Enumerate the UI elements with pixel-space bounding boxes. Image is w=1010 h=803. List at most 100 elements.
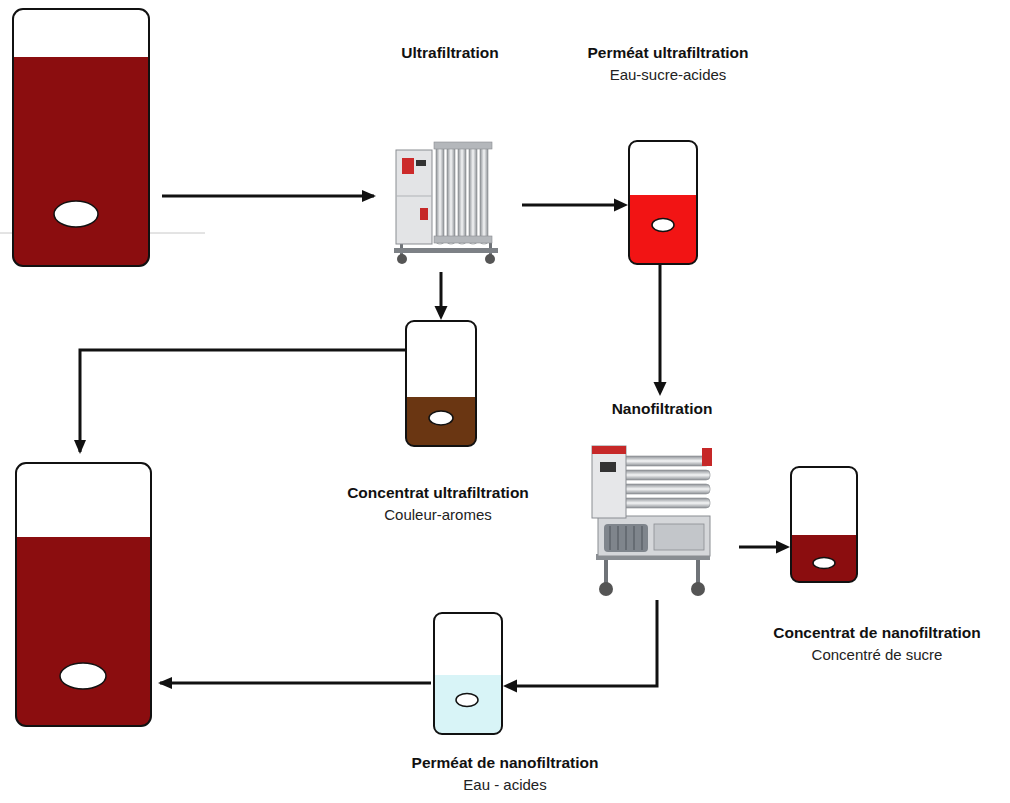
flow-line bbox=[739, 546, 780, 549]
tank-liquid bbox=[406, 397, 476, 446]
pump-motor bbox=[604, 524, 648, 552]
tank-outline bbox=[791, 467, 857, 582]
tank-shape bbox=[790, 466, 858, 583]
stream-content: Couleur-aromes bbox=[384, 504, 492, 526]
stream-title: Concentrat ultrafiltration bbox=[347, 482, 529, 504]
machine-wheel bbox=[691, 582, 705, 596]
tank-body bbox=[16, 463, 151, 726]
stream-content: Eau-sucre-acides bbox=[610, 64, 727, 86]
stream-title: Perméat de nanofiltration bbox=[412, 752, 599, 774]
machine-wheel bbox=[485, 254, 495, 264]
flow-line bbox=[659, 265, 662, 386]
tank-body bbox=[13, 9, 149, 266]
machine-leg bbox=[604, 556, 608, 586]
control-panel bbox=[592, 446, 626, 518]
source-tank bbox=[12, 9, 150, 267]
panel-display bbox=[600, 462, 616, 472]
return-arrow bbox=[80, 350, 405, 452]
nanofiltration-unit bbox=[588, 438, 714, 598]
stream-tank: Concentrat de nanofiltrationConcentré de… bbox=[752, 466, 1002, 666]
flow-arrow bbox=[503, 600, 657, 693]
tank-outline bbox=[16, 463, 151, 726]
motor-fin bbox=[609, 526, 611, 550]
tank-tag bbox=[456, 694, 478, 707]
stream-content: Eau - acides bbox=[463, 774, 546, 796]
arrow-head bbox=[503, 680, 517, 693]
tank-figure bbox=[790, 466, 858, 583]
stream-title: Perméat ultrafiltration bbox=[587, 42, 748, 64]
motor-fin bbox=[625, 526, 627, 550]
membrane-tube bbox=[480, 146, 488, 244]
tank-tag bbox=[652, 219, 674, 232]
tank-tag bbox=[429, 411, 453, 425]
flow-line bbox=[513, 600, 657, 686]
tank-shape bbox=[433, 612, 503, 735]
machine-cabinet bbox=[396, 150, 432, 244]
return-arrow bbox=[160, 682, 431, 685]
flow-line bbox=[440, 272, 443, 310]
stream-tank: Perméat de nanofiltrationEau - acides bbox=[390, 612, 620, 796]
tank-tag bbox=[813, 558, 835, 569]
tank-liquid bbox=[13, 57, 149, 266]
tank-outline bbox=[629, 141, 697, 264]
machine-shape bbox=[588, 438, 714, 598]
tank-body bbox=[406, 321, 476, 446]
tank-outline bbox=[406, 321, 476, 446]
machine-frame bbox=[394, 248, 498, 253]
stream-title: Concentrat de nanofiltration bbox=[773, 622, 981, 644]
arrow-head bbox=[435, 306, 448, 320]
membrane-tube bbox=[469, 146, 477, 244]
tank-figure bbox=[628, 140, 698, 265]
tank-liquid bbox=[16, 537, 151, 726]
membrane-tube bbox=[616, 470, 710, 480]
tank-tag bbox=[60, 663, 106, 689]
flow-arrow bbox=[654, 265, 667, 396]
machine-display bbox=[416, 160, 426, 166]
membrane-tube bbox=[458, 146, 466, 244]
filtration-unit: Nanofiltration bbox=[585, 398, 739, 598]
machine-badge bbox=[420, 208, 428, 220]
tank-liquid bbox=[434, 675, 502, 734]
flow-arrow bbox=[522, 199, 628, 212]
tank-shape bbox=[405, 320, 477, 447]
motor-fin bbox=[633, 526, 635, 550]
panel-stripe bbox=[592, 446, 626, 454]
membrane-tube bbox=[447, 146, 455, 244]
stage-label: Ultrafiltration bbox=[401, 42, 498, 64]
text-group: Ultrafiltration bbox=[380, 42, 520, 64]
final-tank bbox=[15, 463, 152, 727]
tank-body bbox=[434, 613, 502, 734]
text-group: Perméat de nanofiltrationEau - acides bbox=[390, 752, 620, 796]
text-group: Concentrat de nanofiltrationConcentré de… bbox=[752, 622, 1002, 666]
machine-body bbox=[598, 516, 710, 556]
cabinet-seam bbox=[396, 196, 432, 197]
membrane-tube bbox=[616, 484, 710, 494]
filtration-unit: Ultrafiltration bbox=[380, 42, 520, 266]
machine-cap bbox=[702, 448, 712, 466]
stage-label: Nanofiltration bbox=[612, 398, 713, 420]
machine-badge bbox=[402, 158, 414, 174]
membrane-tube bbox=[616, 456, 710, 466]
text-group: Perméat ultrafiltrationEau-sucre-acides bbox=[553, 42, 783, 86]
stream-tank: Perméat ultrafiltrationEau-sucre-acides bbox=[553, 42, 783, 265]
ultrafiltration-unit bbox=[390, 138, 502, 266]
tank-shape bbox=[628, 140, 698, 265]
tank-figure bbox=[433, 612, 503, 735]
flow-line bbox=[522, 204, 618, 207]
tank-tag bbox=[54, 201, 98, 227]
machine-box bbox=[654, 524, 704, 550]
motor-fin bbox=[617, 526, 619, 550]
machine-wheel bbox=[599, 582, 613, 596]
stream-content: Concentré de sucre bbox=[812, 644, 943, 666]
motor-fin bbox=[641, 526, 643, 550]
tank-body bbox=[791, 467, 857, 582]
arrow-head bbox=[776, 541, 790, 554]
tank-liquid bbox=[629, 195, 697, 264]
flow-arrow bbox=[739, 541, 790, 554]
text-group: Nanofiltration bbox=[585, 398, 739, 420]
arrow-head bbox=[614, 199, 628, 212]
membrane-tube bbox=[436, 146, 444, 244]
